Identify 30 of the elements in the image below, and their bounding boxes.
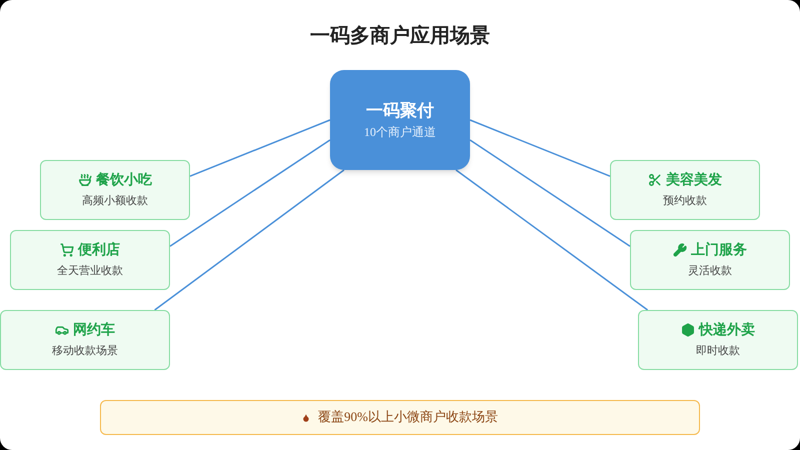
hub-title: 一码聚付 <box>366 100 434 122</box>
scenario-card <box>610 160 760 220</box>
connector-line <box>170 139 330 247</box>
card-subtitle: 灵活收款 <box>688 264 732 279</box>
card-title: 餐饮小吃 <box>96 171 152 189</box>
hub-box <box>330 70 470 170</box>
card-subtitle: 预约收款 <box>663 194 707 209</box>
card-subtitle: 即时收款 <box>696 344 740 359</box>
scenario-card <box>0 310 170 370</box>
note-banner <box>100 400 700 435</box>
card-title: 网约车 <box>73 321 115 339</box>
connector-line <box>190 119 330 177</box>
scenario-card <box>630 230 790 290</box>
card-subtitle: 高频小额收款 <box>82 194 148 209</box>
card-title: 美容美发 <box>666 171 722 189</box>
hub-subtitle: 10个商户通道 <box>364 125 436 140</box>
card-title: 上门服务 <box>691 241 747 259</box>
connector-line <box>470 139 630 247</box>
scenario-card <box>40 160 190 220</box>
connector-line <box>456 169 648 311</box>
card-subtitle: 全天营业收款 <box>57 264 123 279</box>
diagram-title: 一码多商户应用场景 <box>310 24 490 49</box>
scenario-card <box>10 230 170 290</box>
connector-line <box>154 169 344 311</box>
card-title: 快递外卖 <box>699 321 755 339</box>
card-subtitle: 移动收款场景 <box>52 344 118 359</box>
note-text: 覆盖90%以上小微商户收款场景 <box>318 409 498 426</box>
scenario-card <box>638 310 798 370</box>
card-title: 便利店 <box>78 241 120 259</box>
connector-line <box>470 119 610 177</box>
